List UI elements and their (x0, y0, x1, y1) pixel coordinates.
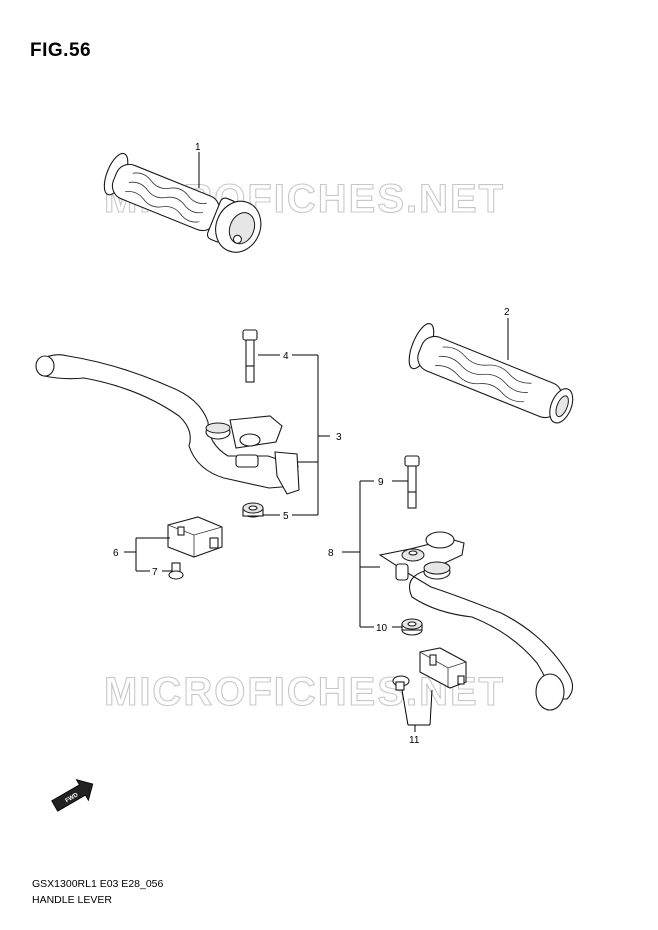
footer: GSX1300RL1 E03 E28_056 HANDLE LEVER (32, 876, 163, 908)
callout-6: 6 (113, 548, 119, 559)
callout-4: 4 (283, 351, 289, 362)
fwd-arrow-icon: FWD (51, 778, 94, 812)
figure-title: FIG.56 (30, 40, 92, 61)
callout-10: 10 (376, 623, 388, 634)
bolt-right (404, 455, 420, 509)
lever-right (378, 531, 574, 711)
switch-left (167, 516, 223, 558)
lever-left (35, 354, 300, 495)
grip-right (408, 323, 574, 424)
callout-9: 9 (378, 477, 384, 488)
callout-7: 7 (152, 567, 158, 578)
nut-left (242, 502, 264, 518)
model-code: GSX1300RL1 E03 E28_056 (32, 878, 164, 890)
screw-left (168, 562, 184, 580)
callout-3: 3 (336, 432, 342, 443)
switch-right (392, 647, 467, 691)
bolt-left (242, 329, 258, 383)
leader-lines (124, 152, 509, 732)
figure-caption: HANDLE LEVER (32, 894, 112, 906)
callout-11: 11 (409, 735, 420, 746)
callout-8: 8 (328, 548, 334, 559)
grip-left (103, 152, 262, 253)
callout-5: 5 (283, 511, 289, 522)
callout-1: 1 (195, 142, 201, 153)
callout-2: 2 (504, 307, 510, 318)
nut-right (401, 618, 423, 636)
